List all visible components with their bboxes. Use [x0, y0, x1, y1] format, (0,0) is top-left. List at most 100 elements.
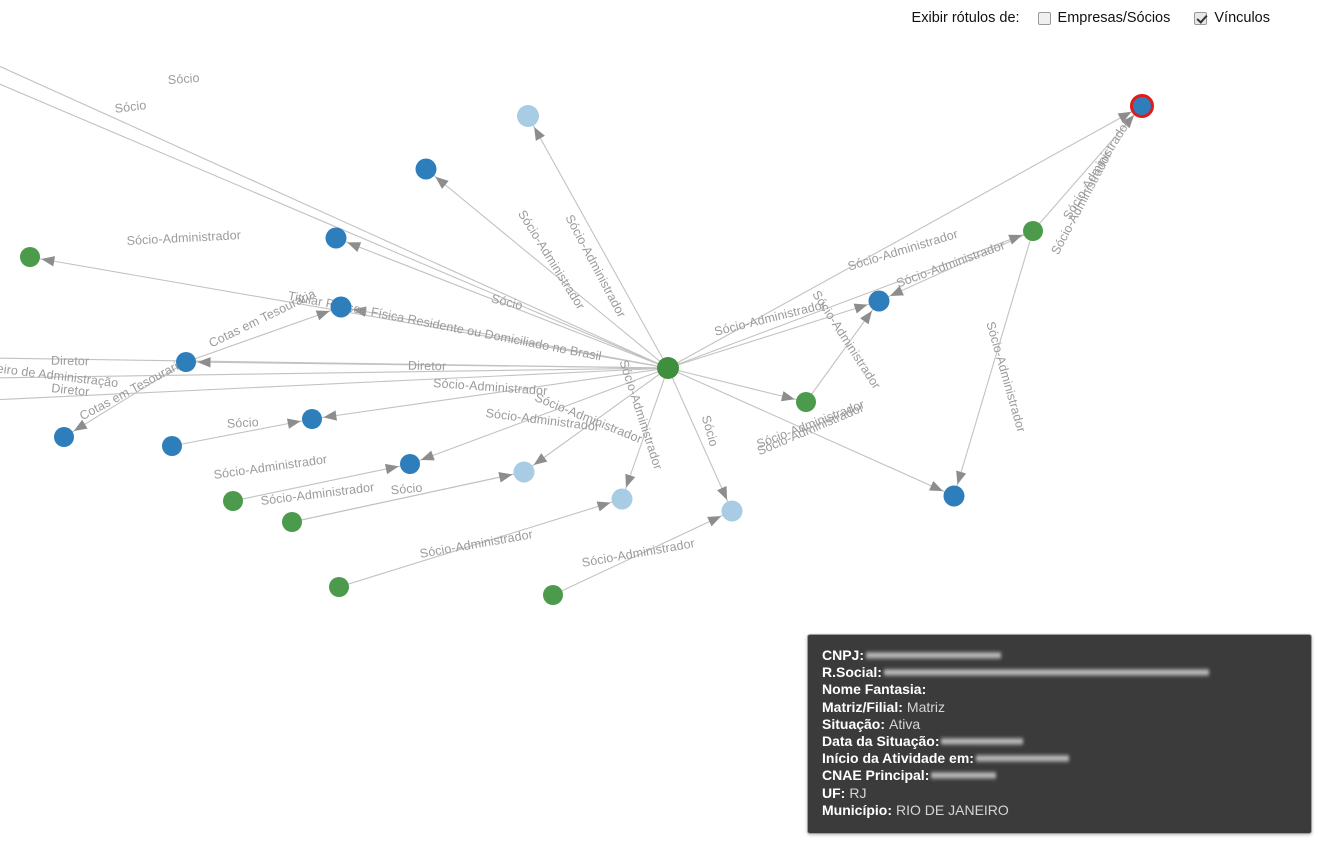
info-row-value-redacted — [931, 771, 997, 781]
info-row: Situação:Ativa — [822, 716, 1311, 733]
info-row: CNPJ: — [822, 647, 1311, 664]
graph-node[interactable] — [1023, 221, 1043, 241]
checkbox-vinculos-box[interactable] — [1194, 11, 1208, 25]
edge-arrowhead — [384, 463, 399, 475]
graph-edge[interactable] — [185, 306, 342, 363]
graph-edge[interactable] — [527, 115, 669, 369]
graph-node[interactable] — [796, 392, 816, 412]
graph-edge[interactable] — [552, 510, 733, 596]
info-row-key: Início da Atividade em: — [822, 750, 974, 767]
edge-arrowhead — [889, 285, 904, 297]
graph-edge[interactable] — [291, 471, 525, 523]
graph-node[interactable] — [943, 485, 965, 507]
edge-arrowhead — [41, 256, 56, 267]
graph-edge[interactable] — [1032, 105, 1143, 232]
edge-label: Sócio-Administrador — [1060, 118, 1133, 222]
graph-node[interactable] — [543, 585, 563, 605]
graph-node[interactable] — [400, 454, 420, 474]
graph-node[interactable] — [20, 247, 40, 267]
info-row-value: Ativa — [889, 715, 921, 732]
graph-node[interactable] — [657, 357, 679, 379]
info-row-value: RIO DE JANEIRO — [896, 801, 1009, 818]
graph-edge[interactable] — [878, 230, 1034, 302]
edge-label: Cotas em Tesouraria — [207, 286, 318, 350]
graph-edge[interactable] — [0, 80, 669, 369]
edge-arrowhead — [498, 472, 513, 483]
edge-arrowhead — [286, 418, 301, 429]
graph-edge[interactable] — [667, 230, 1034, 369]
info-row: Início da Atividade em: — [822, 750, 1311, 767]
edge-arrowhead — [596, 501, 611, 512]
graph-node[interactable] — [329, 577, 349, 597]
graph-node[interactable] — [282, 512, 302, 532]
graph-edge[interactable] — [409, 367, 669, 465]
graph-edge[interactable] — [425, 168, 669, 369]
edge-arrowhead — [73, 419, 88, 431]
graph-node[interactable] — [176, 352, 196, 372]
edge-arrowhead — [197, 357, 211, 368]
edge-label: Diretor — [51, 354, 89, 369]
info-row-key: Data da Situação: — [822, 732, 940, 749]
graph-edge[interactable] — [0, 357, 669, 369]
graph-edge[interactable] — [0, 367, 669, 379]
graph-edge[interactable] — [667, 367, 733, 512]
graph-edge[interactable] — [311, 367, 669, 420]
graph-node[interactable] — [513, 461, 535, 483]
edge-arrowhead — [347, 242, 362, 252]
checkbox-empresas-socios[interactable]: Empresas/Sócios — [1037, 10, 1171, 26]
graph-edge[interactable] — [335, 237, 669, 369]
graph-node[interactable] — [330, 296, 352, 318]
checkbox-vinculos[interactable]: Vínculos — [1194, 10, 1270, 26]
graph-edge[interactable] — [340, 306, 669, 369]
graph-edge[interactable] — [667, 300, 880, 369]
graph-node[interactable] — [611, 488, 633, 510]
graph-node[interactable] — [162, 436, 182, 456]
graph-edge[interactable] — [338, 498, 623, 588]
edge-label: Sócio — [227, 415, 259, 431]
edge-label: Sócio — [490, 291, 524, 312]
edge-arrowhead — [1121, 115, 1135, 129]
edge-label: Sócio-Administrador — [213, 452, 328, 482]
info-row-value: RJ — [849, 784, 867, 801]
edge-label: Sócio-Administrador — [713, 297, 827, 338]
edge-label: Sócio-Administrador — [419, 527, 534, 561]
graph-edge[interactable] — [523, 367, 669, 473]
edge-arrowhead — [435, 176, 449, 189]
info-row-key: UF: — [822, 784, 846, 801]
graph-edge[interactable] — [0, 62, 669, 369]
info-row-key: Matriz/Filial: — [822, 698, 903, 715]
edge-arrowhead — [625, 473, 636, 488]
checkbox-vinculos-label: Vínculos — [1214, 10, 1270, 26]
edge-arrowhead — [707, 516, 722, 527]
graph-node[interactable] — [868, 290, 890, 312]
edge-arrowhead — [717, 486, 728, 501]
graph-node[interactable] — [223, 491, 243, 511]
edge-arrowhead — [420, 450, 435, 461]
graph-node[interactable] — [415, 158, 437, 180]
controls-label: Exibir rótulos de: — [911, 10, 1020, 26]
graph-edge[interactable] — [0, 367, 669, 401]
info-row-key: CNAE Principal: — [822, 767, 930, 784]
graph-edge[interactable] — [953, 230, 1034, 497]
graph-node[interactable] — [54, 427, 74, 447]
checkbox-empresas-socios-label: Empresas/Sócios — [1057, 10, 1171, 26]
checkbox-empresas-socios-box[interactable] — [1037, 11, 1051, 25]
edge-label: Diretor — [408, 359, 446, 374]
edge-arrowhead — [1008, 234, 1023, 245]
nodes-layer[interactable] — [20, 94, 1154, 606]
graph-edge[interactable] — [667, 105, 1143, 369]
info-row-value-redacted — [883, 667, 1209, 677]
graph-edge[interactable] — [232, 463, 411, 502]
graph-node-selected[interactable] — [1130, 94, 1154, 118]
graph-node[interactable] — [302, 409, 322, 429]
edge-arrowhead — [860, 310, 872, 325]
edge-label: Sócio-Administrador — [983, 320, 1028, 434]
info-row-key: Nome Fantasia: — [822, 681, 927, 698]
graph-node[interactable] — [517, 105, 539, 127]
graph-edge[interactable] — [667, 367, 955, 497]
graph-node[interactable] — [721, 500, 743, 522]
info-row: Município:RIO DE JANEIRO — [822, 802, 1311, 819]
label-display-controls: Exibir rótulos de: Empresas/Sócios Víncu… — [0, 0, 1318, 36]
graph-node[interactable] — [325, 227, 347, 249]
